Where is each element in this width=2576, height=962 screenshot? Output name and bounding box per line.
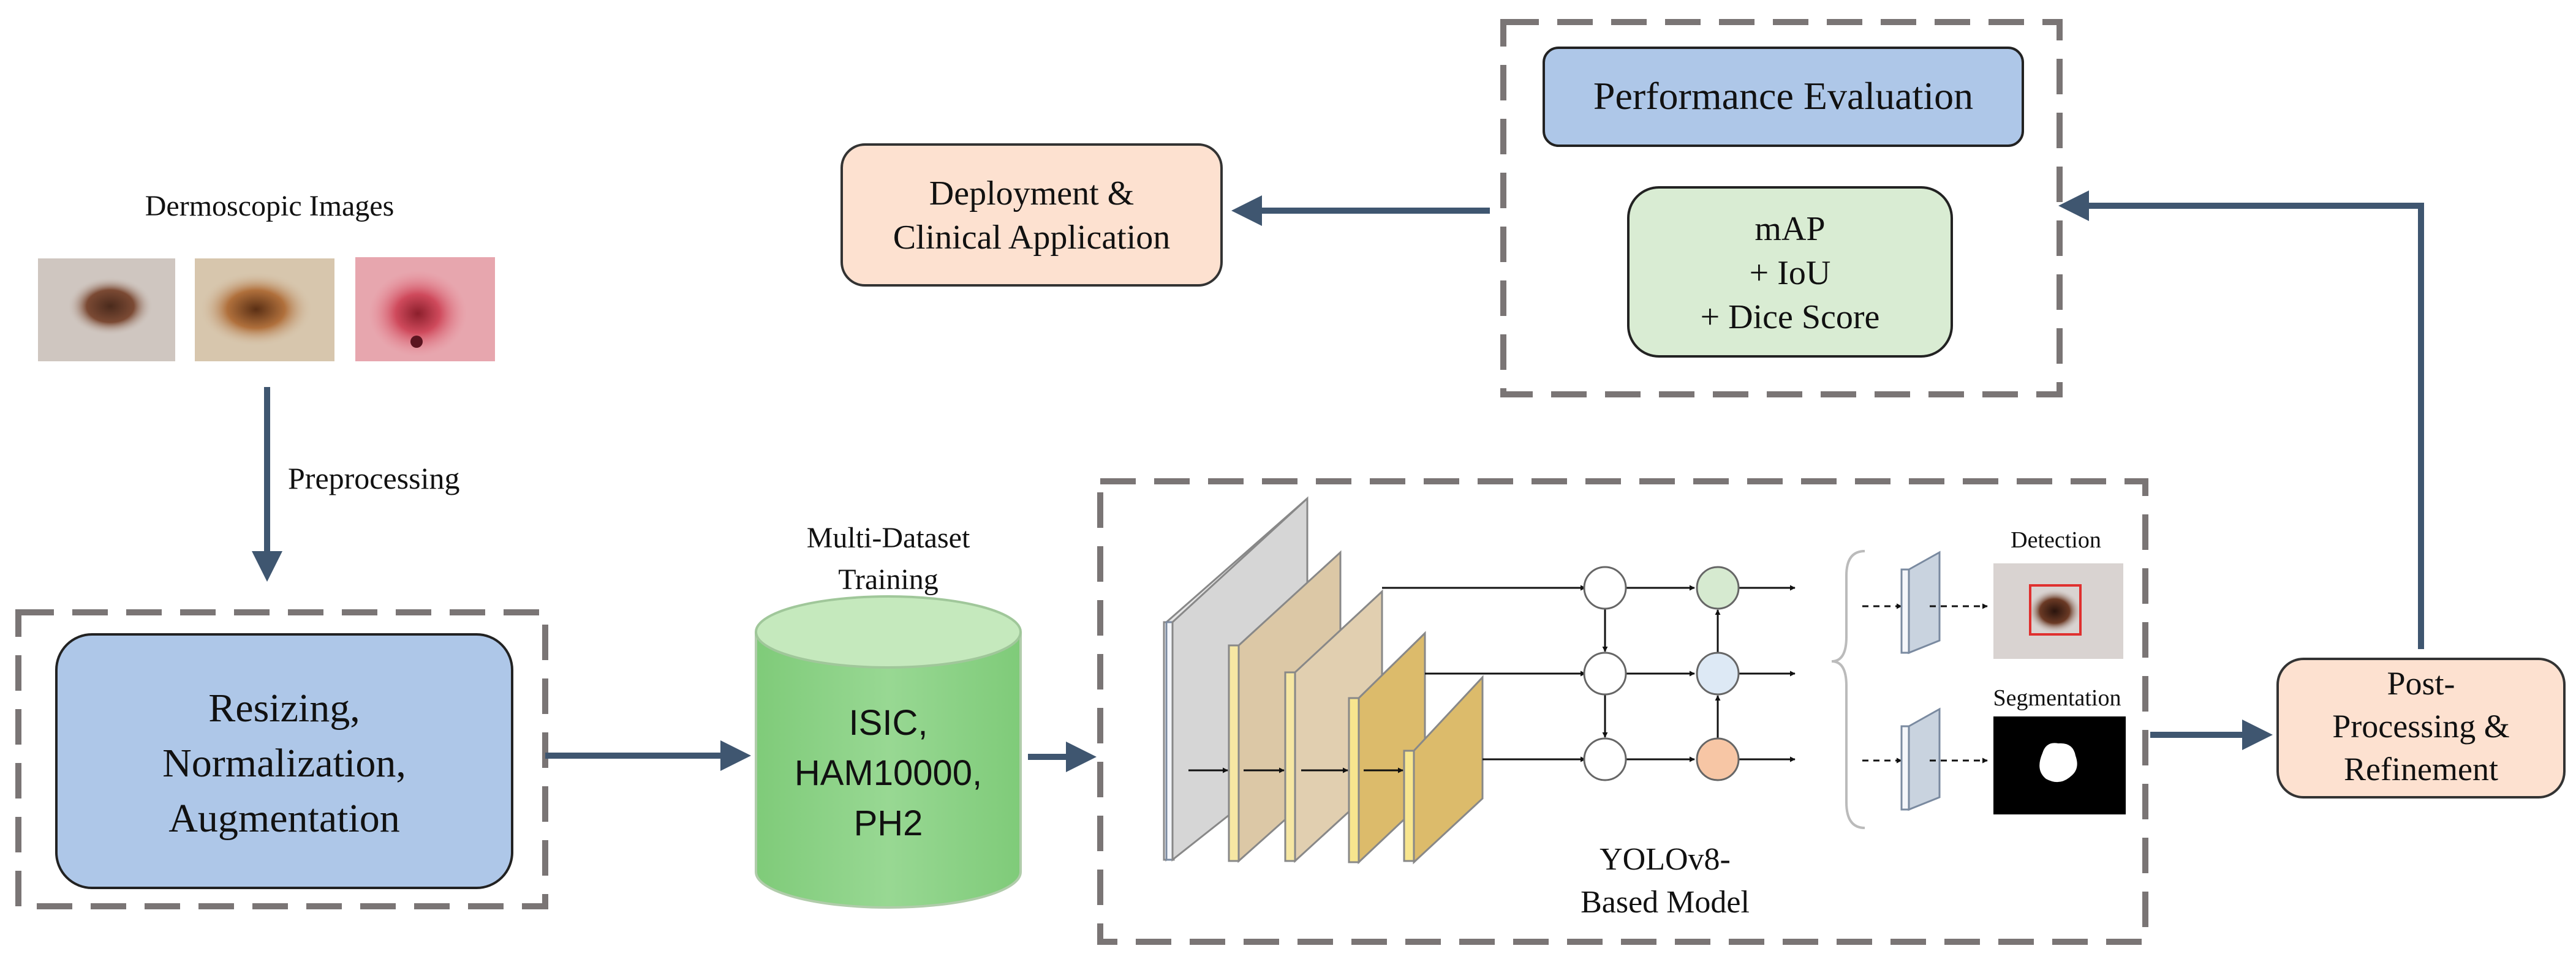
deployment-box (840, 143, 1223, 287)
detection-head (1862, 551, 1988, 655)
deployment-line1: Deployment & (929, 175, 1134, 212)
postprocess-line2: Processing & (2332, 708, 2510, 745)
dataset-line1: ISIC, (849, 703, 928, 743)
deployment-line2: Clinical Application (893, 219, 1171, 257)
neck-nodes (1583, 566, 1740, 781)
evaluation-title-box (1543, 47, 2024, 147)
postprocess-line1: Post- (2387, 665, 2455, 702)
postprocess-line3: Refinement (2344, 751, 2498, 787)
segmentation-head (1862, 707, 1988, 811)
model-caption-line2: Based Model (1581, 885, 1750, 920)
dataset-line3: PH2 (854, 803, 923, 843)
detection-result-image (1993, 563, 2123, 659)
dermoscopic-image-3 (355, 257, 495, 361)
preprocessing-label: Preprocessing (288, 461, 460, 495)
dataset-caption-line1: Multi-Dataset (807, 522, 970, 554)
preprocess-dashed-frame (15, 609, 548, 909)
preprocess-box (55, 633, 513, 889)
evaluation-dashed-frame (1500, 19, 2063, 397)
metric-iou: + IoU (1750, 254, 1831, 292)
dermoscopic-image-1 (38, 258, 175, 361)
preprocess-line3: Augmentation (168, 796, 400, 841)
preprocess-line1: Resizing, (208, 686, 360, 731)
detection-label: Detection (2011, 527, 2101, 553)
dermoscopic-image-2 (195, 258, 334, 361)
backbone-feature-maps (1163, 496, 1484, 865)
model-dashed-frame (1097, 478, 2148, 945)
metrics-box (1627, 186, 1953, 358)
dermoscopic-title: Dermoscopic Images (145, 190, 395, 222)
metric-dice: + Dice Score (1701, 298, 1880, 336)
preprocess-line2: Normalization, (162, 741, 406, 786)
metric-map: mAP (1754, 210, 1825, 248)
model-caption-line1: YOLOv8- (1600, 842, 1731, 877)
dataset-caption-line2: Training (838, 563, 939, 596)
segmentation-result-image (1993, 716, 2126, 814)
evaluation-title: Performance Evaluation (1593, 74, 1973, 118)
dataset-line2: HAM10000, (795, 753, 982, 793)
neck-connections (1382, 585, 1796, 762)
head-brace (1831, 550, 1865, 829)
postprocess-box (2276, 658, 2566, 799)
dataset-cylinder (755, 595, 1022, 909)
feedback-to-evaluation-arrow (2058, 190, 2424, 649)
segmentation-label: Segmentation (1993, 685, 2121, 711)
